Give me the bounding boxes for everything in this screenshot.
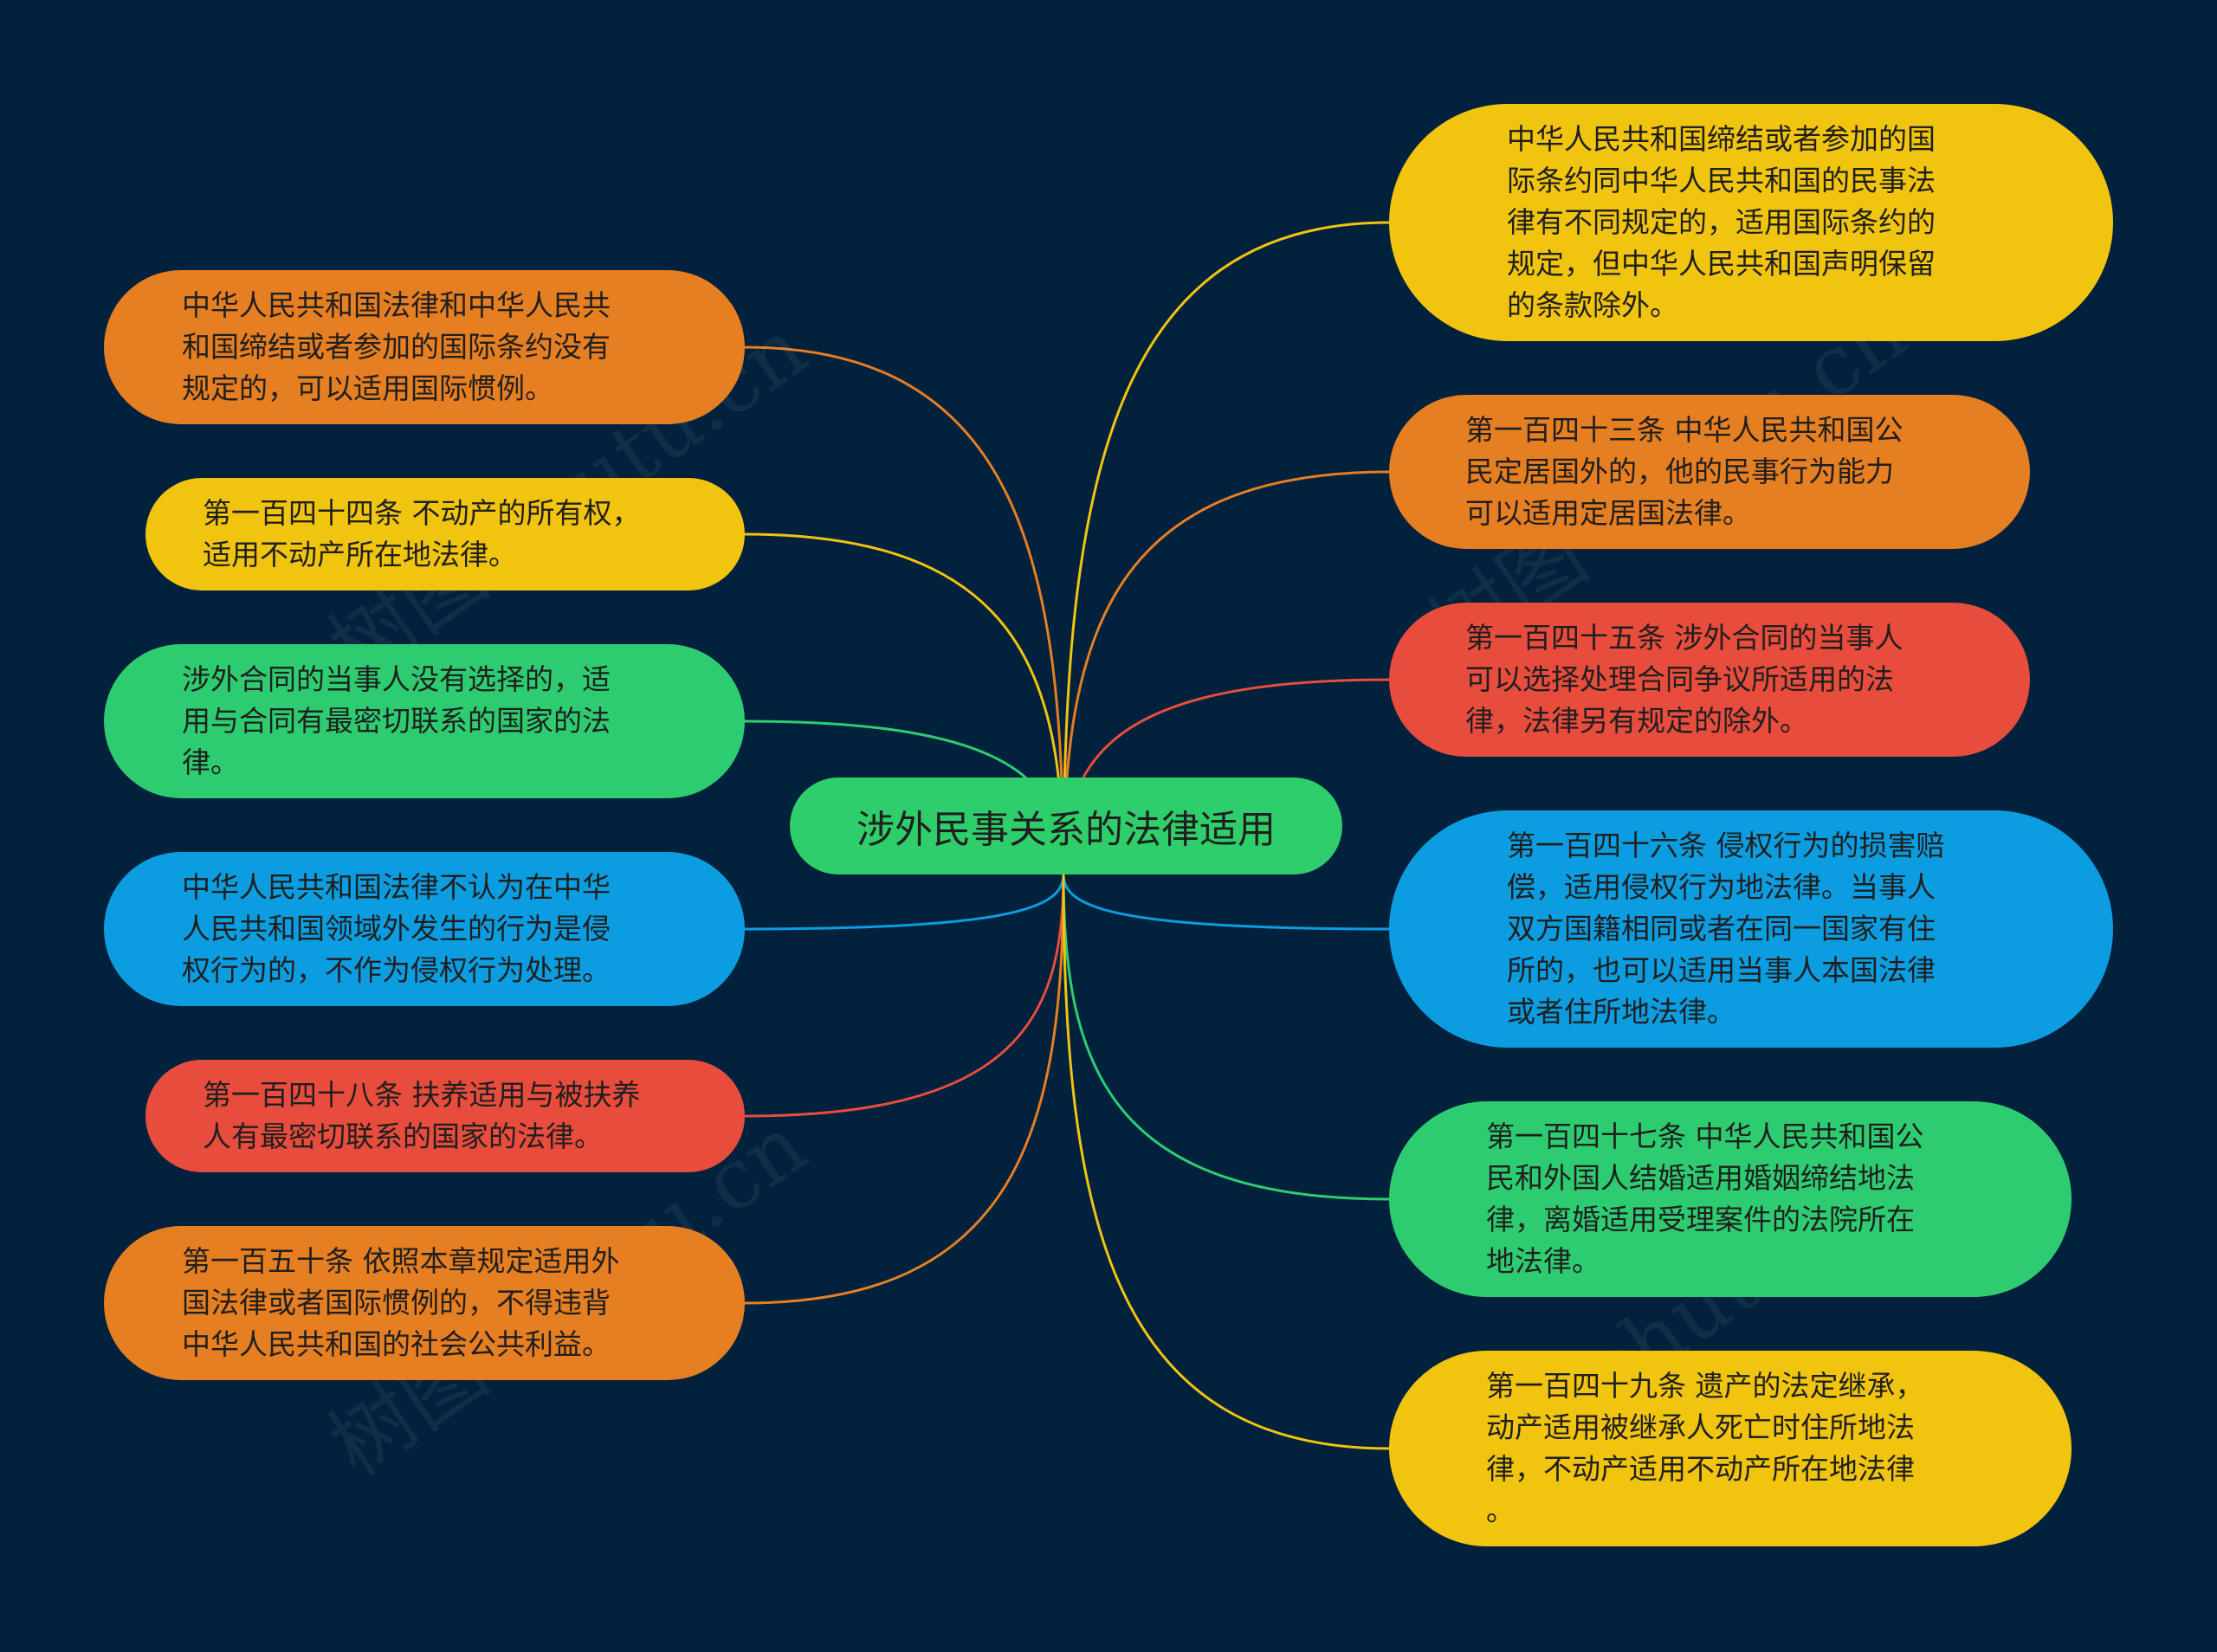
connector-r5 xyxy=(1062,874,1390,1201)
branch-node-left-2[interactable]: 第一百四十四条 不动产的所有权， 适用不动产所在地法律。 xyxy=(145,478,745,590)
connector-r4 xyxy=(1062,874,1390,931)
central-topic[interactable]: 涉外民事关系的法律适用 xyxy=(790,778,1342,874)
branch-node-right-4[interactable]: 第一百四十六条 侵权行为的损害赔 偿，适用侵权行为地法律。当事人 双方国籍相同或… xyxy=(1389,810,2113,1048)
connector-r1 xyxy=(1062,221,1390,875)
connector-r2 xyxy=(1062,470,1390,875)
branch-node-left-1[interactable]: 中华人民共和国法律和中华人民共 和国缔结或者参加的国际条约没有 规定的，可以适用… xyxy=(104,270,745,424)
branch-node-right-3[interactable]: 第一百四十五条 涉外合同的当事人 可以选择处理合同争议所适用的法 律，法律另有规… xyxy=(1389,603,2030,757)
node-text: 中华人民共和国法律和中华人民共 和国缔结或者参加的国际条约没有 规定的，可以适用… xyxy=(182,288,611,405)
node-text: 第一百五十条 依照本章规定适用外 国法律或者国际惯例的，不得违背 中华人民共和国… xyxy=(182,1244,620,1361)
node-text: 涉外合同的当事人没有选择的，适 用与合同有最密切联系的国家的法 律。 xyxy=(182,662,611,779)
branch-node-right-2[interactable]: 第一百四十三条 中华人民共和国公 民定居国外的，他的民事行为能力 可以适用定居国… xyxy=(1389,395,2030,549)
connector-l6 xyxy=(744,874,1065,1305)
connector-l1 xyxy=(744,345,1065,875)
node-text: 第一百四十三条 中华人民共和国公 民定居国外的，他的民事行为能力 可以适用定居国… xyxy=(1465,413,1904,530)
connector-r6 xyxy=(1062,874,1390,1450)
branch-node-left-5[interactable]: 第一百四十八条 扶养适用与被扶养 人有最密切联系的国家的法律。 xyxy=(145,1060,745,1172)
branch-node-right-6[interactable]: 第一百四十九条 遗产的法定继承， 动产适用被继承人死亡时住所地法 律，不动产适用… xyxy=(1389,1351,2072,1546)
node-text: 第一百四十八条 扶养适用与被扶养 人有最密切联系的国家的法律。 xyxy=(203,1078,641,1153)
branch-node-left-3[interactable]: 涉外合同的当事人没有选择的，适 用与合同有最密切联系的国家的法 律。 xyxy=(104,644,745,798)
branch-node-left-4[interactable]: 中华人民共和国法律不认为在中华 人民共和国领域外发生的行为是侵 权行为的，不作为… xyxy=(104,852,745,1006)
node-text: 中华人民共和国法律不认为在中华 人民共和国领域外发生的行为是侵 权行为的，不作为… xyxy=(182,870,611,987)
node-text: 第一百四十九条 遗产的法定继承， 动产适用被继承人死亡时住所地法 律，不动产适用… xyxy=(1486,1369,1924,1527)
branch-node-left-6[interactable]: 第一百五十条 依照本章规定适用外 国法律或者国际惯例的，不得违背 中华人民共和国… xyxy=(104,1226,745,1380)
branch-node-right-1[interactable]: 中华人民共和国缔结或者参加的国 际条约同中华人民共和国的民事法 律有不同规定的，… xyxy=(1389,104,2113,341)
branch-node-right-5[interactable]: 第一百四十七条 中华人民共和国公 民和外国人结婚适用婚姻缔结地法 律，离婚适用受… xyxy=(1389,1101,2072,1297)
connector-l4 xyxy=(744,874,1065,931)
node-text: 第一百四十五条 涉外合同的当事人 可以选择处理合同争议所适用的法 律，法律另有规… xyxy=(1465,621,1904,738)
connector-l5 xyxy=(744,874,1065,1118)
central-topic-label: 涉外民事关系的法律适用 xyxy=(856,808,1276,852)
node-text: 中华人民共和国缔结或者参加的国 际条约同中华人民共和国的民事法 律有不同规定的，… xyxy=(1507,122,1936,322)
node-text: 第一百四十四条 不动产的所有权， 适用不动产所在地法律。 xyxy=(203,496,641,571)
node-text: 第一百四十六条 侵权行为的损害赔 偿，适用侵权行为地法律。当事人 双方国籍相同或… xyxy=(1507,829,1945,1029)
node-text: 第一百四十七条 中华人民共和国公 民和外国人结婚适用婚姻缔结地法 律，离婚适用受… xyxy=(1486,1120,1924,1278)
